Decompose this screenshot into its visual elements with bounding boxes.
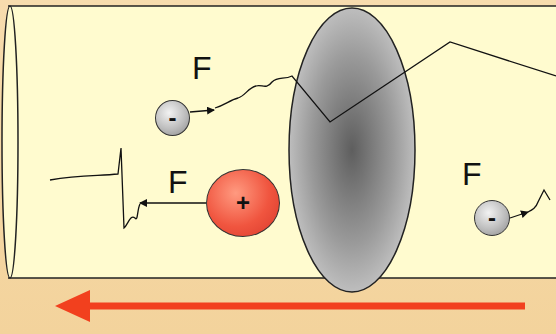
charge-sign: + (236, 191, 250, 215)
field-arrow-head (55, 290, 90, 322)
positive-ion: + (206, 169, 280, 237)
charge-sign: - (488, 206, 496, 230)
force-label: F (462, 158, 482, 190)
force-arrow (190, 110, 214, 112)
tube-edge (8, 5, 556, 7)
field-arrow (80, 303, 525, 310)
negative-ion: - (474, 200, 510, 236)
tube-body (8, 6, 556, 278)
tube-edge (8, 277, 556, 279)
trajectory (528, 190, 550, 212)
membrane-disk (289, 8, 415, 292)
trajectory (50, 148, 140, 228)
force-label: F (192, 52, 212, 84)
force-label: F (168, 166, 188, 198)
force-arrow (510, 212, 528, 218)
charge-sign: - (169, 106, 177, 130)
tube-opening (2, 6, 18, 278)
negative-ion: - (155, 100, 190, 136)
trajectory (215, 42, 556, 122)
force-arrow (140, 202, 206, 203)
